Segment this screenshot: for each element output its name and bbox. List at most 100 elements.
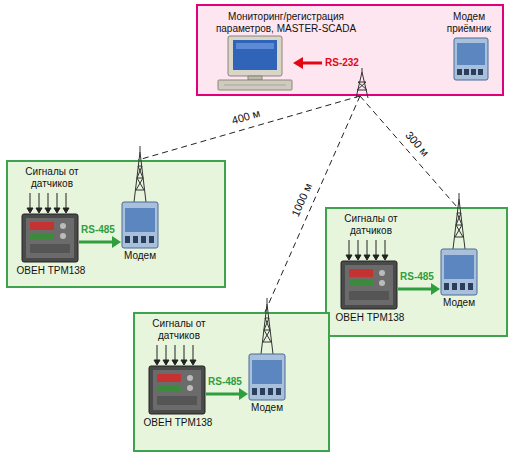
modem-icon — [471, 69, 476, 75]
box-heading: Мониторинг/регистрация параметров, MASTE… — [206, 11, 366, 35]
trm138-device — [187, 375, 193, 381]
modem-icon — [276, 388, 281, 395]
signal-arrows — [163, 360, 169, 365]
interface-label: RS-232 — [325, 57, 359, 69]
trm138-device — [60, 223, 66, 229]
antenna-tower — [357, 82, 366, 90]
modem-icon — [444, 255, 474, 279]
modem-icon — [249, 354, 285, 400]
signal-arrows — [382, 255, 388, 260]
antenna-tower — [134, 146, 146, 202]
rs485-arrow — [206, 388, 248, 400]
modem-icon — [454, 38, 488, 80]
modem-icon — [252, 360, 282, 384]
trm138-device — [349, 280, 373, 286]
signal-arrows — [358, 240, 359, 256]
antenna-tower — [265, 318, 270, 330]
rs485-arrow — [398, 288, 433, 291]
box-text: Модем — [239, 402, 295, 414]
trm138-device — [30, 244, 70, 253]
signal-arrows — [346, 240, 388, 260]
distance-label: 300 м — [401, 128, 432, 161]
trm138-device — [153, 370, 201, 410]
antenna-tower — [136, 178, 143, 190]
antenna-tower — [455, 225, 462, 237]
antenna-tower — [453, 193, 465, 249]
rs485-arrow — [79, 241, 114, 244]
signal-arrows — [184, 345, 185, 361]
interface-label: RS-485 — [81, 224, 115, 236]
antenna-tower — [137, 178, 143, 179]
signal-arrows — [349, 240, 350, 256]
field-station-box: Сигналы от датчиковОВЕН ТРМ138МодемRS-48… — [325, 207, 508, 337]
field-station-box: Сигналы от датчиковОВЕН ТРМ138МодемRS-48… — [133, 312, 330, 452]
antenna-tower — [362, 68, 363, 72]
modem-icon — [149, 236, 154, 243]
field-station-box: Сигналы от датчиковОВЕН ТРМ138МодемRS-48… — [6, 160, 226, 288]
modem-icon — [460, 283, 465, 290]
antenna-tower — [356, 68, 368, 98]
modem-icon — [249, 354, 285, 400]
signal-arrows — [154, 360, 160, 365]
signal-arrows — [166, 345, 167, 361]
antenna-tower — [138, 166, 143, 178]
modem-icon — [454, 38, 488, 80]
box-text: ОВЕН ТРМ138 — [139, 417, 217, 429]
rs485-arrow — [79, 236, 121, 248]
computer-icon — [218, 80, 292, 90]
antenna-tower — [137, 166, 142, 178]
box-text: ОВЕН ТРМ138 — [12, 265, 90, 277]
trm138-device — [157, 396, 197, 405]
trm138-device — [22, 214, 78, 262]
radio-link — [360, 96, 457, 207]
modem-icon — [122, 202, 158, 248]
trm138-device — [26, 218, 74, 258]
modem-icon — [122, 202, 158, 248]
modem-icon — [468, 283, 473, 290]
signal-arrows — [367, 240, 368, 256]
trm138-device — [149, 366, 205, 414]
interface-label: RS-485 — [400, 271, 434, 283]
trm138-device — [30, 233, 54, 239]
modem-icon — [125, 208, 155, 232]
modem-icon — [125, 236, 130, 243]
trm138-device — [60, 233, 66, 239]
signal-arrows — [355, 255, 361, 260]
modem-icon — [268, 388, 273, 395]
signal-arrows — [27, 193, 69, 213]
trm138-device — [341, 261, 397, 309]
trm138-device — [349, 269, 373, 277]
antenna-tower — [358, 82, 367, 90]
trm138-device — [157, 374, 181, 382]
box-text: Модем приёмник — [436, 11, 502, 35]
computer-icon — [224, 85, 286, 86]
computer-icon — [236, 43, 274, 49]
antenna-tower — [459, 193, 460, 199]
antenna-tower — [264, 330, 270, 331]
computer-icon — [233, 40, 277, 70]
signal-arrows — [175, 345, 176, 361]
trm138-device — [379, 270, 385, 276]
signal-arrows — [27, 208, 33, 213]
box-heading: Сигналы от датчиков — [139, 318, 219, 342]
rs485-arrow — [206, 393, 241, 396]
trm138-device — [187, 385, 193, 391]
trm138-device — [30, 222, 54, 230]
box-text: Модем — [112, 250, 168, 262]
modem-icon — [457, 43, 485, 65]
signal-arrows — [385, 240, 386, 256]
modem-icon — [464, 69, 469, 75]
trm138-device — [379, 280, 385, 286]
antenna-tower — [137, 178, 144, 190]
rs232-arrow — [301, 62, 322, 65]
modem-icon — [452, 283, 457, 290]
antenna-tower — [456, 225, 462, 226]
modem-icon — [444, 283, 449, 290]
antenna-tower — [457, 213, 462, 225]
rs232-arrow — [293, 57, 303, 69]
box-text: Модем — [431, 297, 487, 309]
box-heading: Сигналы от датчиков — [331, 213, 411, 237]
rs485-arrow — [398, 283, 440, 295]
trm138-device — [157, 385, 181, 391]
